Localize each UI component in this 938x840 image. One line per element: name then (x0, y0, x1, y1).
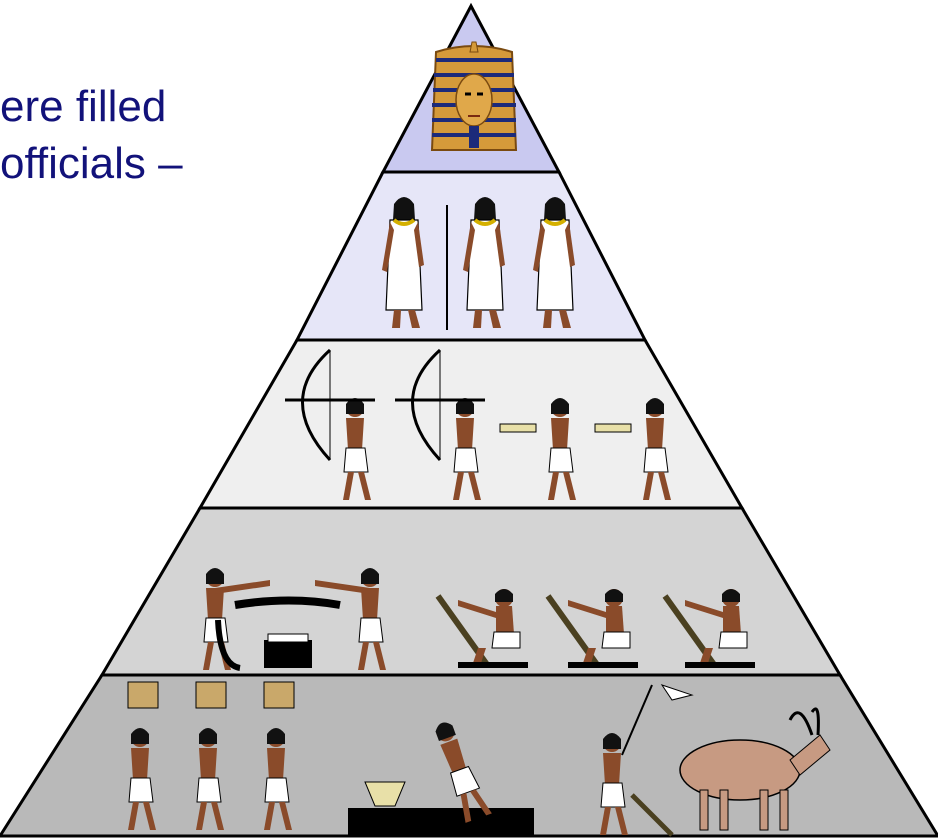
pharaoh-mask-icon (432, 42, 516, 150)
